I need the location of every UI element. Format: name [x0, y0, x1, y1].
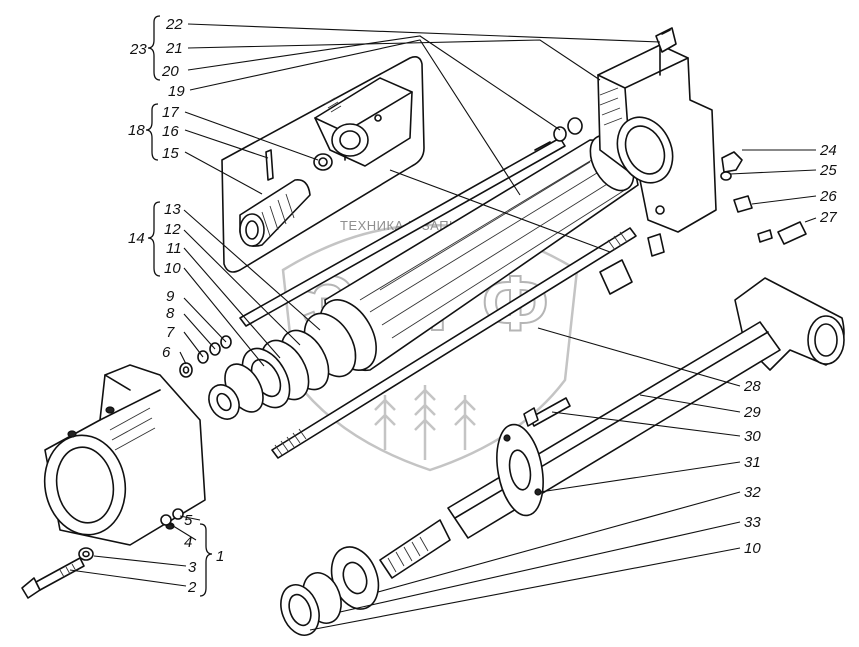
label-14: 14 — [128, 230, 145, 247]
cap-bore — [331, 123, 369, 157]
label-23: 23 — [129, 41, 147, 58]
cap-block — [314, 77, 413, 167]
label-24: 24 — [819, 142, 837, 159]
label-10-lower: 10 — [744, 540, 761, 557]
part-numbers: 22 21 20 19 23 17 16 15 18 13 12 11 10 1… — [128, 16, 837, 596]
pin-16 — [265, 149, 274, 181]
label-19: 19 — [168, 83, 185, 100]
label-15: 15 — [162, 145, 179, 162]
rod-thread — [379, 519, 451, 579]
label-27: 27 — [819, 209, 837, 226]
label-1: 1 — [216, 548, 224, 565]
watermark-wheat — [374, 385, 476, 460]
label-31: 31 — [744, 454, 761, 471]
washer-6 — [179, 362, 193, 378]
piston-end — [208, 384, 240, 420]
label-21: 21 — [165, 40, 183, 57]
plug-26 — [733, 195, 753, 213]
bolt-2 — [35, 557, 85, 591]
label-4: 4 — [184, 534, 192, 551]
washer-5 — [172, 508, 184, 520]
cover-bolt — [647, 233, 665, 257]
leader-lines — [69, 23, 817, 631]
cover-washer-a — [567, 117, 583, 135]
label-3: 3 — [188, 559, 197, 576]
label-8: 8 — [166, 305, 175, 322]
washer-25 — [720, 171, 732, 181]
rod-t-head-bore — [807, 315, 845, 365]
group-braces — [145, 15, 213, 597]
label-33: 33 — [744, 514, 761, 531]
front-cover — [21, 364, 206, 599]
label-11: 11 — [166, 240, 182, 257]
tie-rod-lower — [271, 227, 637, 459]
rear-cover-bore — [616, 116, 674, 184]
label-7: 7 — [166, 324, 175, 341]
washer-4 — [160, 514, 172, 526]
piston-rod — [280, 277, 845, 636]
nipple-27 — [777, 221, 807, 245]
rear-cover — [553, 27, 807, 295]
brace-14 — [147, 201, 161, 277]
flange-31 — [496, 423, 544, 517]
bleed-screw — [655, 27, 677, 53]
label-5: 5 — [184, 512, 193, 529]
fitting-end — [239, 213, 265, 247]
label-20: 20 — [161, 63, 179, 80]
piston-seal-stack — [179, 312, 357, 420]
label-30: 30 — [744, 428, 761, 445]
label-28: 28 — [743, 378, 761, 395]
label-18: 18 — [128, 122, 145, 139]
cover-washer-b — [553, 126, 567, 142]
washer-3 — [78, 547, 94, 561]
label-6: 6 — [162, 344, 171, 361]
label-16: 16 — [162, 123, 179, 140]
label-13: 13 — [164, 201, 181, 218]
brace-18 — [145, 103, 159, 161]
brace-23 — [147, 15, 161, 81]
label-2: 2 — [187, 579, 197, 596]
inset-frame — [221, 56, 425, 273]
label-22: 22 — [165, 16, 183, 33]
label-25: 25 — [819, 162, 837, 179]
label-17: 17 — [162, 104, 179, 121]
label-29: 29 — [743, 404, 761, 421]
tie-rod-upper — [239, 137, 566, 327]
tie-rods — [239, 137, 637, 459]
label-10-upper: 10 — [164, 260, 181, 277]
rod-end-block — [599, 259, 633, 295]
label-32: 32 — [744, 484, 761, 501]
label-9: 9 — [166, 288, 175, 305]
nut-24 — [721, 151, 743, 173]
washer-17 — [313, 153, 333, 171]
label-26: 26 — [819, 188, 837, 205]
brace-1 — [199, 523, 213, 597]
label-12: 12 — [164, 221, 181, 238]
